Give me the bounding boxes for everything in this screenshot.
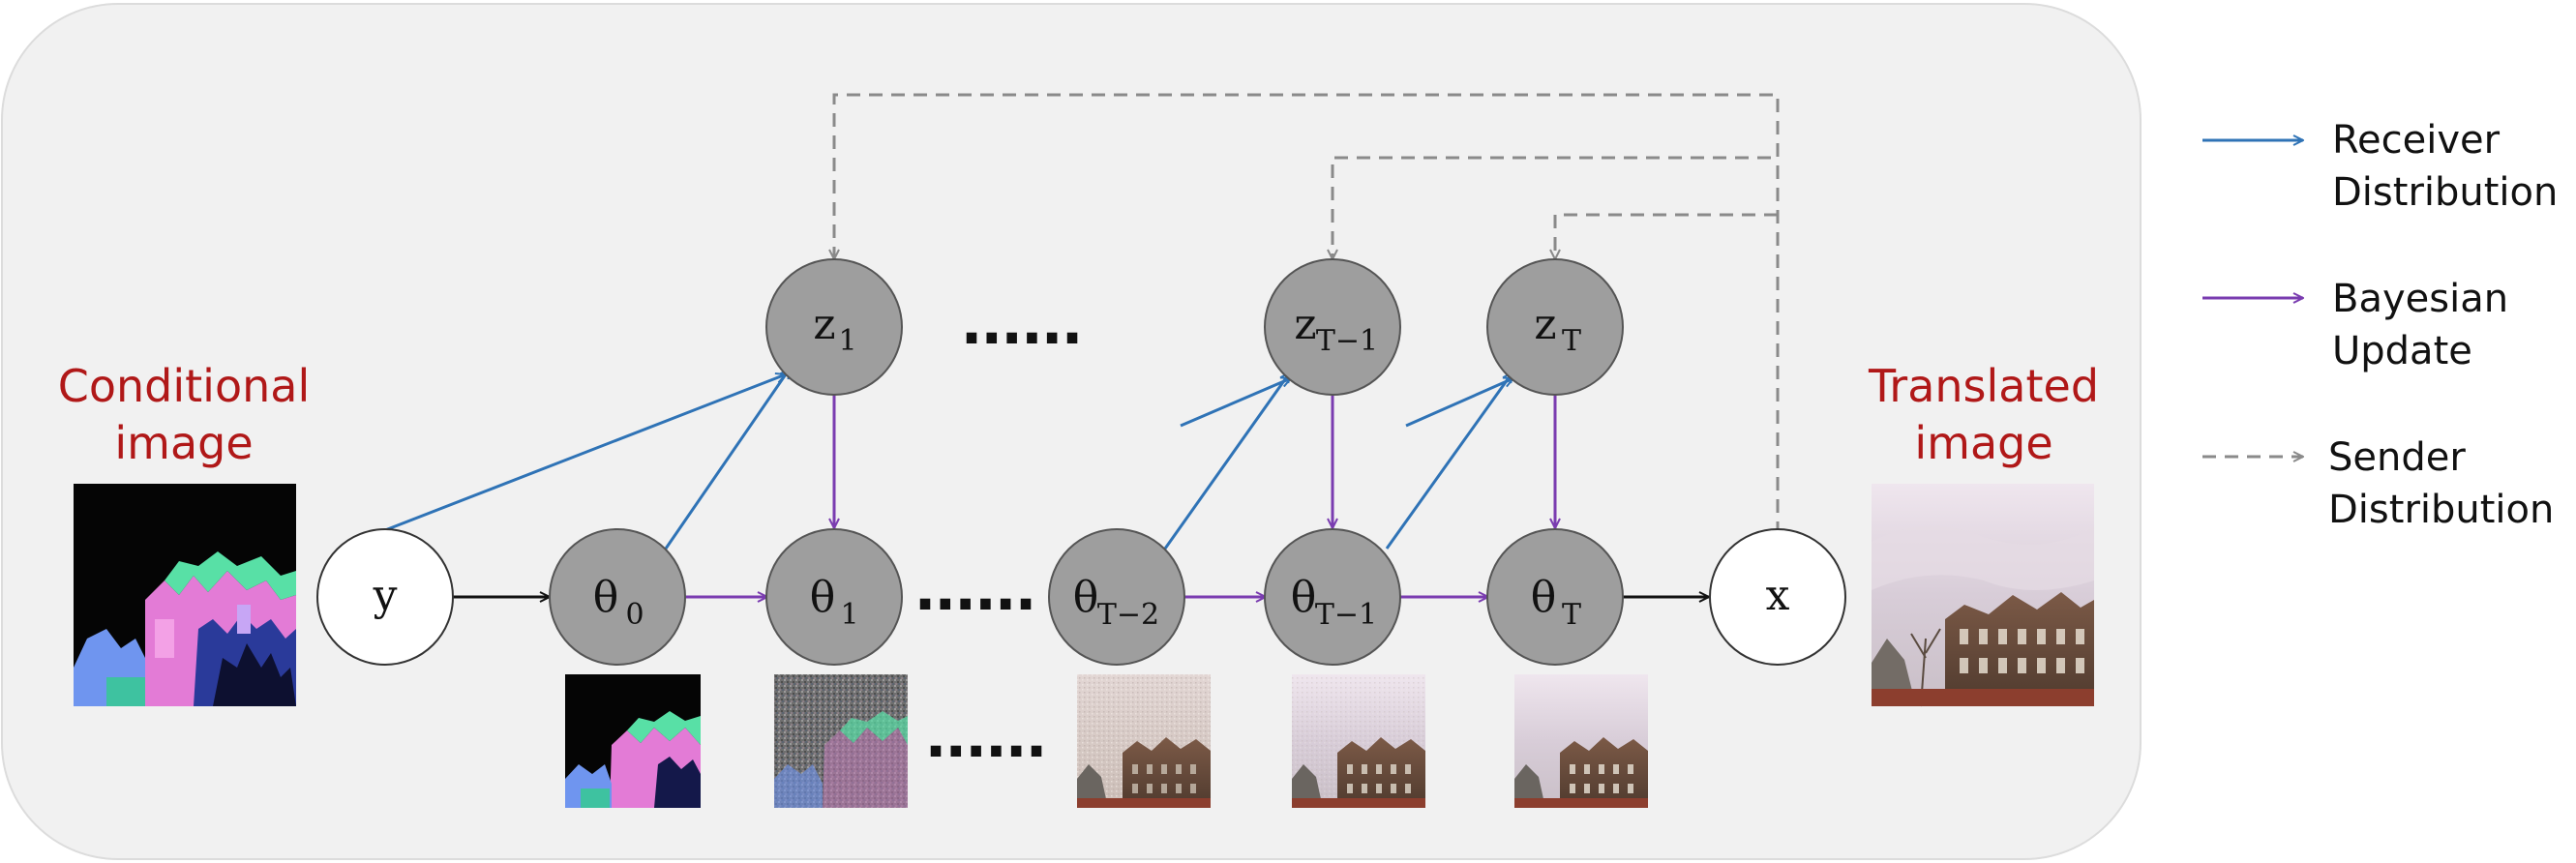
receiver-edge-in-zT-1	[1180, 378, 1291, 428]
node-theta-1-sub: 1	[840, 598, 858, 632]
receiver-edge-thetaT-1-zT	[1385, 372, 1513, 550]
theta-0-image	[565, 674, 701, 808]
legend-receiver-line1: Receiver	[2332, 118, 2501, 163]
node-theta-T-label: θ	[1531, 573, 1557, 622]
theta-T-2-image	[1077, 674, 1211, 808]
ellipsis-theta-row: ......	[914, 556, 1035, 624]
node-x: x	[1709, 528, 1846, 666]
translated-image-label-line1: Translated	[1868, 360, 2099, 412]
bayesian-edges	[684, 395, 1555, 597]
node-x-label: x	[1766, 571, 1790, 620]
node-theta-T-minus-2: θ T−2	[1048, 528, 1185, 666]
node-theta-T-minus-1-sub: T−1	[1315, 598, 1377, 632]
node-theta-T: θ T	[1486, 528, 1624, 666]
receiver-edge-theta0-z1	[664, 369, 790, 550]
node-z-1-sub: 1	[838, 324, 856, 358]
conditional-image-label-line2: image	[114, 417, 253, 469]
node-theta-T-sub: T	[1562, 598, 1581, 632]
receiver-edges	[384, 369, 1513, 550]
legend-sender-line2: Distribution	[2328, 488, 2554, 532]
ellipsis-image-row: ......	[925, 703, 1046, 771]
node-theta-T-minus-2-label: θ	[1073, 573, 1099, 622]
theta-T-1-image	[1292, 674, 1425, 808]
receiver-edge-y-z1	[384, 374, 786, 532]
sender-edges	[834, 93, 1780, 535]
node-y: y	[316, 528, 454, 666]
sender-edge-x-zT	[1555, 213, 1778, 259]
node-theta-0-sub: 0	[625, 598, 644, 632]
legend-receiver-line2: Distribution	[2332, 170, 2558, 215]
legend: Receiver Distribution Bayesian Update Se…	[2202, 118, 2558, 532]
node-z-1: z 1	[765, 258, 903, 396]
node-z-T: z T	[1486, 258, 1624, 396]
node-z-T-minus-1-sub: T−1	[1316, 324, 1378, 358]
translated-image-label-line2: image	[1914, 417, 2052, 469]
conditional-image-label-line1: Conditional	[58, 360, 310, 412]
legend-bayesian-line1: Bayesian	[2332, 277, 2508, 321]
panel-background	[1, 3, 2142, 860]
node-y-label: y	[373, 571, 398, 620]
node-z-T-minus-1: z T−1	[1264, 258, 1401, 396]
node-z-T-label: z	[1534, 300, 1556, 349]
node-z-1-label: z	[813, 300, 835, 349]
translated-image	[1872, 484, 2094, 707]
node-z-T-minus-1-label: z	[1294, 300, 1316, 349]
legend-sender-line1: Sender	[2328, 435, 2466, 480]
node-theta-1-label: θ	[810, 573, 836, 622]
legend-bayesian-line2: Update	[2332, 329, 2472, 373]
condition-image	[74, 484, 296, 706]
theta-T-image	[1514, 674, 1648, 808]
receiver-edge-thetaT-2-zT-1	[1163, 372, 1290, 550]
sender-edge-x-zT-1	[1333, 156, 1771, 259]
receiver-edge-in-zT	[1405, 378, 1513, 428]
ellipsis-z-row: ......	[961, 290, 1082, 358]
node-theta-T-minus-1-label: θ	[1291, 573, 1317, 622]
node-theta-1: θ 1	[765, 528, 903, 666]
node-theta-0-label: θ	[593, 573, 619, 622]
node-theta-0: θ 0	[549, 528, 686, 666]
node-z-T-sub: T	[1562, 324, 1581, 358]
theta-1-image	[774, 674, 908, 808]
node-theta-T-minus-1: θ T−1	[1264, 528, 1401, 666]
node-theta-T-minus-2-sub: T−2	[1097, 598, 1159, 632]
